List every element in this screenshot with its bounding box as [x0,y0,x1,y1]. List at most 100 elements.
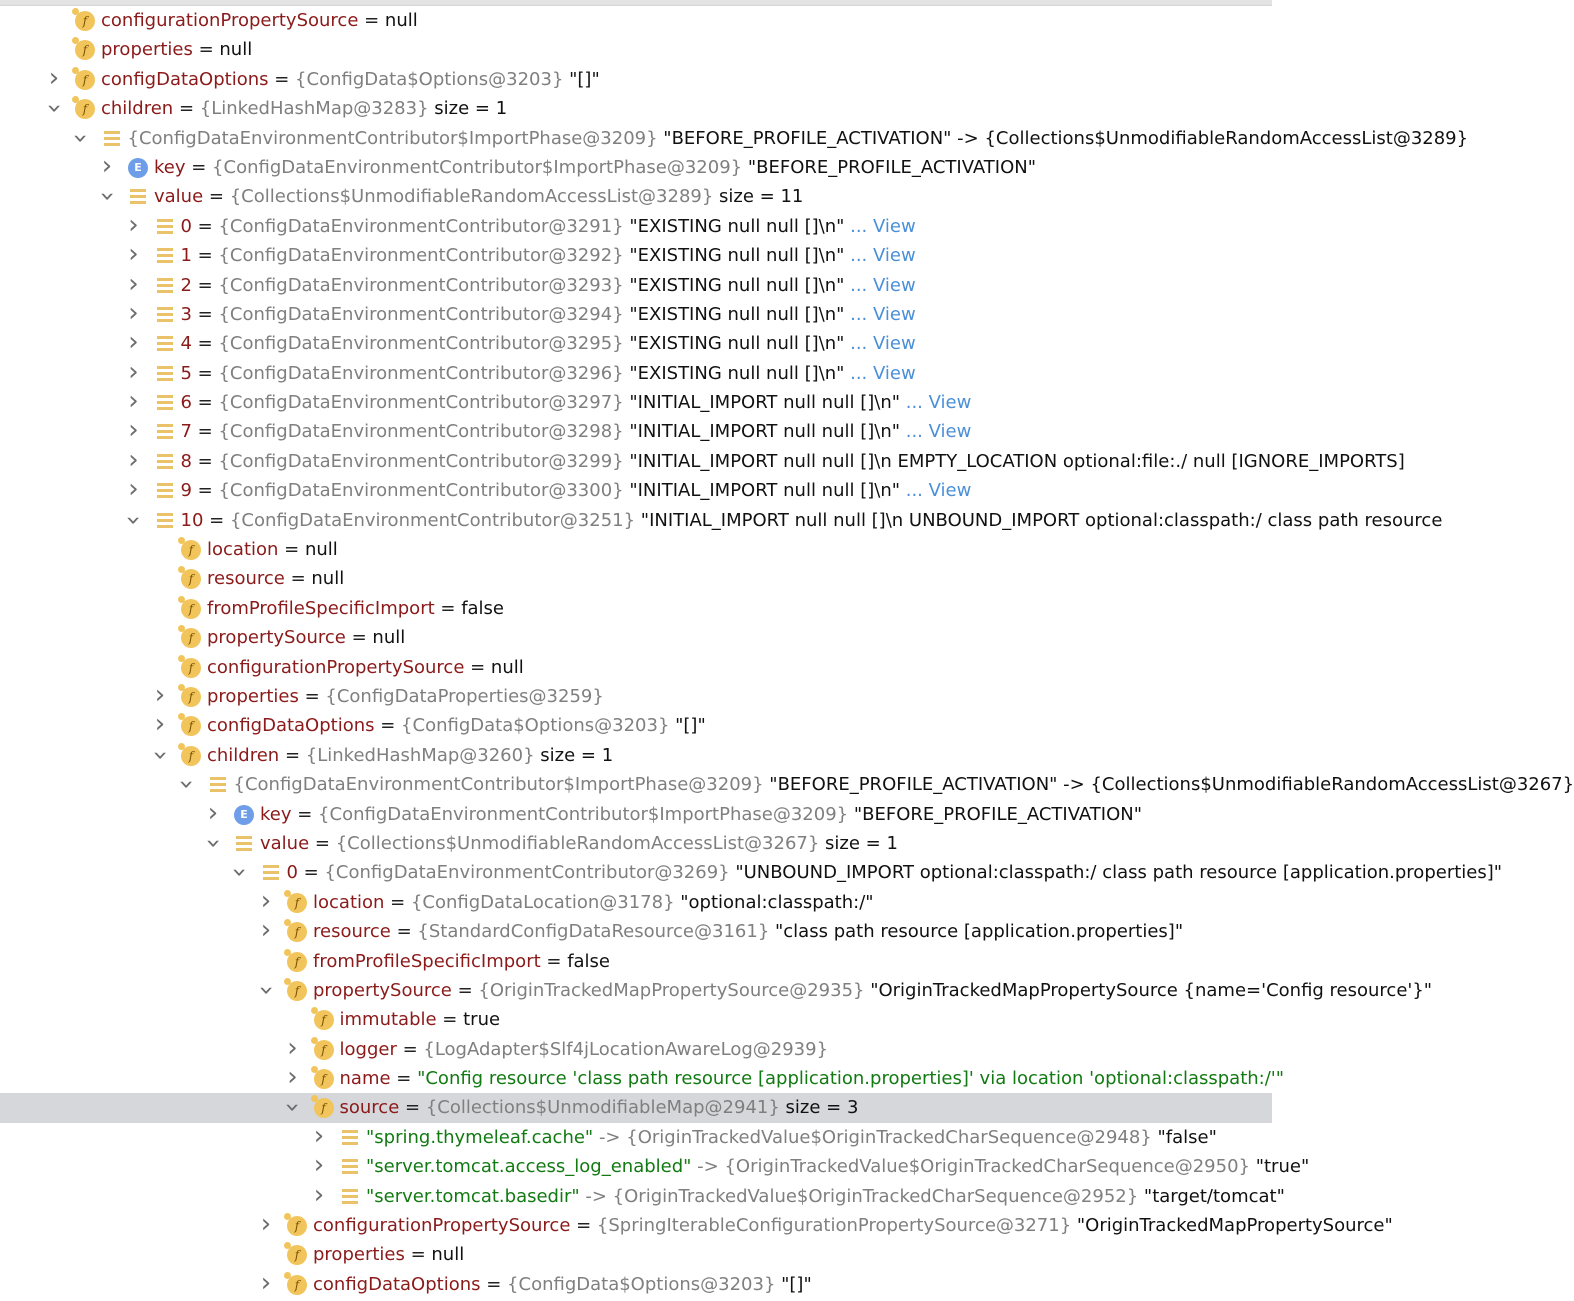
chevron-down-icon[interactable] [124,506,144,535]
chevron-right-icon[interactable] [124,476,144,505]
chevron-right-icon[interactable] [283,1064,303,1093]
view-link[interactable]: View [867,245,915,266]
tree-row[interactable]: "server.tomcat.access_log_enabled" -> {O… [0,1152,1272,1181]
view-link[interactable]: View [923,480,971,501]
chevron-right-icon[interactable] [124,300,144,329]
row-content: value = {Collections$UnmodifiableRandomA… [154,182,803,211]
chevron-right-icon[interactable] [124,329,144,358]
tree-row[interactable]: {ConfigDataEnvironmentContributor$Import… [0,124,1272,153]
tree-row[interactable]: 2 = {ConfigDataEnvironmentContributor@32… [0,271,1272,300]
view-link[interactable]: View [867,363,915,384]
view-link[interactable]: View [867,333,915,354]
tree-row[interactable]: 0 = {ConfigDataEnvironmentContributor@32… [0,858,1272,887]
variable-name: location [313,892,384,913]
tree-row[interactable]: {ConfigDataEnvironmentContributor$Import… [0,770,1272,799]
tree-row[interactable]: 3 = {ConfigDataEnvironmentContributor@32… [0,300,1272,329]
equals-sign: = [192,275,219,296]
view-link[interactable]: View [867,304,915,325]
chevron-down-icon[interactable] [203,829,223,858]
chevron-right-icon[interactable] [97,153,117,182]
chevron-right-icon[interactable] [203,800,223,829]
tree-row[interactable]: 7 = {ConfigDataEnvironmentContributor@32… [0,417,1272,446]
tree-row[interactable]: "server.tomcat.basedir" -> {OriginTracke… [0,1182,1272,1211]
field-icon: f [181,746,201,766]
tree-row[interactable]: value = {Collections$UnmodifiableRandomA… [0,182,1272,211]
chevron-down-icon[interactable] [71,124,91,153]
chevron-down-icon[interactable] [177,770,197,799]
view-link[interactable]: View [923,421,971,442]
chevron-right-icon[interactable] [44,65,64,94]
chevron-right-icon[interactable] [124,388,144,417]
chevron-down-icon[interactable] [44,94,64,123]
chevron-right-icon[interactable] [150,682,170,711]
tree-row[interactable]: 4 = {ConfigDataEnvironmentContributor@32… [0,329,1272,358]
chevron-down-icon[interactable] [256,976,276,1005]
view-link[interactable]: View [867,275,915,296]
field-icon: f [314,1040,334,1060]
chevron-right-icon[interactable] [309,1182,329,1211]
tree-row[interactable]: 0 = {ConfigDataEnvironmentContributor@32… [0,212,1272,241]
view-link[interactable]: View [923,392,971,413]
variable-name: name [340,1068,391,1089]
field-icon: f [287,952,307,972]
tree-row[interactable]: 6 = {ConfigDataEnvironmentContributor@32… [0,388,1272,417]
chevron-right-icon[interactable] [256,888,276,917]
chevron-right-icon[interactable] [124,271,144,300]
chevron-down-icon[interactable] [150,741,170,770]
equals-sign: = [292,804,319,825]
tree-row[interactable]: 1 = {ConfigDataEnvironmentContributor@32… [0,241,1272,270]
chevron-right-icon[interactable] [124,417,144,446]
chevron-right-icon[interactable] [256,1270,276,1299]
value-text: null [372,627,405,648]
variable-name: configurationPropertySource [101,10,358,31]
chevron-down-icon[interactable] [230,858,250,887]
tree-row[interactable]: 9 = {ConfigDataEnvironmentContributor@33… [0,476,1272,505]
chevron-down-icon[interactable] [283,1093,303,1122]
chevron-right-icon[interactable] [124,447,144,476]
list-icon [157,336,173,352]
chevron-right-icon[interactable] [124,241,144,270]
chevron-right-icon[interactable] [256,1211,276,1240]
chevron-right-icon[interactable] [256,917,276,946]
tree-row[interactable]: 10 = {ConfigDataEnvironmentContributor@3… [0,506,1272,535]
chevron-right-icon[interactable] [309,1123,329,1152]
chevron-right-icon[interactable] [150,711,170,740]
chevron-right-icon[interactable] [124,359,144,388]
tree-row[interactable]: value = {Collections$UnmodifiableRandomA… [0,829,1272,858]
tree-row[interactable]: 8 = {ConfigDataEnvironmentContributor@32… [0,447,1272,476]
chevron-down-icon[interactable] [97,182,117,211]
view-link[interactable]: View [867,216,915,237]
chevron-right-icon[interactable] [283,1035,303,1064]
value-text: "EXISTING null null []\n" [624,216,845,237]
row-content: immutable = true [340,1005,501,1034]
chevron-right-icon[interactable] [124,212,144,241]
tree-row[interactable]: "spring.thymeleaf.cache" -> {OriginTrack… [0,1123,1272,1152]
tree-row[interactable]: 5 = {ConfigDataEnvironmentContributor@32… [0,359,1272,388]
chevron-right-icon[interactable] [309,1152,329,1181]
